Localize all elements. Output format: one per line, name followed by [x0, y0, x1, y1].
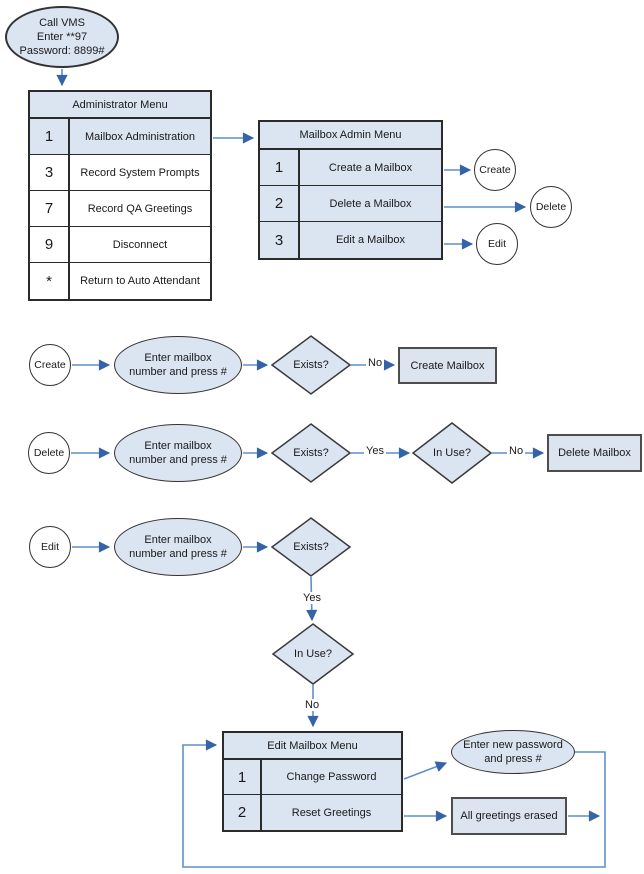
edit-no-label: No: [303, 699, 322, 711]
admin-menu-row-star: * Return to Auto Attendant: [30, 263, 210, 299]
edit-menu-label-2: Reset Greetings: [262, 795, 401, 830]
edit-flow-start-circle: Edit: [29, 526, 71, 568]
mailbox-menu-label-2: Delete a Mailbox: [300, 186, 441, 221]
admin-menu-table: Administrator Menu 1 Mailbox Administrat…: [28, 90, 212, 301]
mailbox-menu-key-1: 1: [260, 150, 300, 185]
delete-prompt-line1: Enter mailbox: [144, 439, 212, 452]
delete-exists-diamond: [270, 423, 352, 483]
admin-menu-key-1: 1: [30, 119, 70, 154]
delete-prompt-ellipse: Enter mailbox number and press #: [114, 424, 242, 482]
admin-menu-label-7: Record QA Greetings: [70, 191, 210, 226]
delete-no-label: No: [507, 445, 526, 457]
admin-menu-title: Administrator Menu: [30, 92, 210, 119]
edit-menu-title: Edit Mailbox Menu: [224, 733, 401, 760]
admin-menu-key-3: 3: [30, 155, 70, 190]
loopback-line: [182, 739, 606, 868]
password-prompt-ellipse: Enter new password and press #: [451, 730, 575, 774]
admin-menu-row-9: 9 Disconnect: [30, 227, 210, 263]
admin-menu-key-7: 7: [30, 191, 70, 226]
delete-yes-label: Yes: [364, 445, 386, 457]
mailbox-menu-key-3: 3: [260, 222, 300, 258]
create-no-label: No: [366, 357, 385, 369]
mailbox-menu-row-1: 1 Create a Mailbox: [260, 150, 441, 186]
mailbox-menu-row-3: 3 Edit a Mailbox: [260, 222, 441, 258]
create-prompt-ellipse: Enter mailbox number and press #: [114, 336, 242, 394]
mailbox-admin-menu-table: Mailbox Admin Menu 1 Create a Mailbox 2 …: [258, 120, 443, 260]
create-connector-circle: Create: [474, 149, 516, 191]
edit-menu-key-1: 1: [224, 760, 262, 794]
edit-exists-diamond: [270, 517, 352, 577]
mailbox-menu-row-2: 2 Delete a Mailbox: [260, 186, 441, 222]
admin-menu-key-9: 9: [30, 227, 70, 262]
admin-menu-key-star: *: [30, 263, 70, 299]
edit-inuse-diamond: [271, 623, 355, 685]
mailbox-menu-label-1: Create a Mailbox: [300, 150, 441, 185]
admin-menu-label-3: Record System Prompts: [70, 155, 210, 190]
edit-menu-row-2: 2 Reset Greetings: [224, 795, 401, 830]
edit-yes-label: Yes: [301, 592, 323, 604]
edit-prompt-line2: number and press #: [129, 548, 227, 560]
start-ellipse: Call VMS Enter **97 Password: 8899#: [5, 6, 119, 68]
password-prompt-line2: and press #: [484, 753, 542, 765]
mailbox-menu-key-2: 2: [260, 186, 300, 221]
arrow-change-password-to-prompt: [403, 761, 448, 780]
create-flow-start-circle: Create: [29, 344, 71, 386]
delete-mailbox-rect: Delete Mailbox: [547, 434, 642, 472]
admin-menu-row-3: 3 Record System Prompts: [30, 155, 210, 191]
greetings-erased-rect: All greetings erased: [451, 797, 567, 835]
edit-prompt-line1: Enter mailbox: [144, 533, 212, 546]
edit-mailbox-menu-table: Edit Mailbox Menu 1 Change Password 2 Re…: [222, 731, 403, 832]
admin-menu-row-1: 1 Mailbox Administration: [30, 119, 210, 155]
admin-menu-row-7: 7 Record QA Greetings: [30, 191, 210, 227]
delete-inuse-diamond: [411, 422, 493, 484]
admin-menu-label-9: Disconnect: [70, 227, 210, 262]
delete-prompt-line2: number and press #: [129, 454, 227, 466]
edit-menu-row-1: 1 Change Password: [224, 760, 401, 795]
mailbox-admin-menu-title: Mailbox Admin Menu: [260, 122, 441, 150]
edit-connector-circle: Edit: [476, 223, 518, 265]
start-line1: Call VMS: [39, 16, 85, 29]
create-mailbox-rect: Create Mailbox: [398, 347, 497, 384]
start-line3: Password: 8899#: [19, 45, 105, 58]
admin-menu-label-star: Return to Auto Attendant: [70, 263, 210, 299]
edit-prompt-ellipse: Enter mailbox number and press #: [114, 518, 242, 576]
create-prompt-line2: number and press #: [129, 366, 227, 378]
delete-connector-circle: Delete: [530, 186, 572, 228]
edit-menu-label-1: Change Password: [262, 760, 401, 794]
create-exists-diamond: [270, 335, 352, 395]
create-prompt-line1: Enter mailbox: [144, 351, 212, 364]
mailbox-menu-label-3: Edit a Mailbox: [300, 222, 441, 258]
password-prompt-line1: Enter new password: [463, 738, 563, 751]
edit-menu-key-2: 2: [224, 795, 262, 830]
delete-flow-start-circle: Delete: [28, 432, 70, 474]
admin-menu-label-1: Mailbox Administration: [70, 119, 210, 154]
start-line2: Enter **97: [36, 30, 88, 43]
